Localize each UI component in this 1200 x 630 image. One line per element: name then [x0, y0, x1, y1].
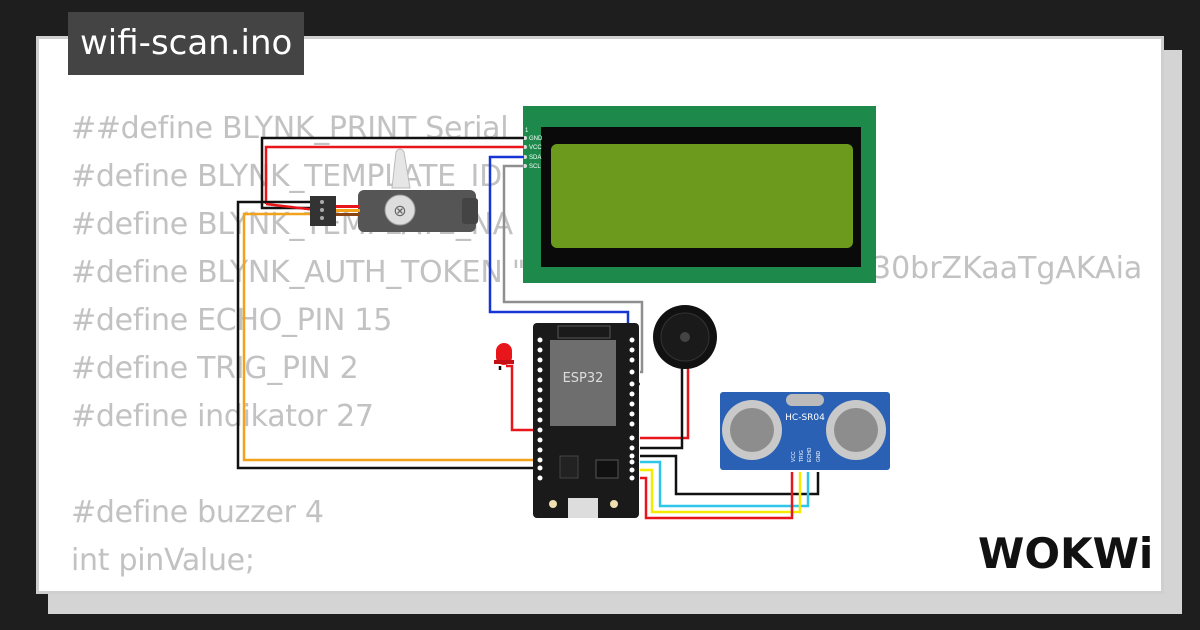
servo-motor[interactable]: ⊗ — [310, 148, 478, 232]
us-pin-gnd: GND — [816, 451, 822, 463]
ultrasonic-label: HC-SR04 — [785, 413, 825, 423]
lcd-pin-header: 1 — [525, 128, 529, 134]
servo-horn-icon: ⊗ — [393, 203, 406, 220]
wokwi-logo-text: WOKWi — [978, 529, 1152, 578]
esp32-pins — [537, 337, 635, 481]
lcd-pin-vcc: VCC — [529, 145, 542, 151]
esp32-board[interactable]: ESP32 — [533, 323, 639, 518]
code-line: #define TRIG_PIN 2 — [71, 351, 359, 386]
buzzer[interactable] — [653, 305, 717, 369]
us-pin-echo: ECHO — [807, 447, 813, 462]
code-token-fragment: 30brZKaaTgAKAia — [872, 251, 1142, 286]
lcd-display[interactable]: 1 GND VCC SDA SCL — [523, 106, 876, 283]
code-line: #define BLYNK_AUTH_TOKEN " — [71, 255, 526, 290]
code-line: #define ECHO_PIN 15 — [71, 303, 393, 338]
lcd-pin-sda: SDA — [529, 155, 541, 161]
us-pin-vcc: VCC — [791, 451, 797, 462]
us-pin-trig: TRIG — [799, 450, 805, 462]
lcd-screen — [551, 144, 853, 248]
code-block: ##define BLYNK_PRINT Serial #define BLYN… — [71, 105, 526, 591]
code-line: ##define BLYNK_PRINT Serial — [71, 111, 509, 146]
red-led[interactable] — [494, 343, 514, 365]
code-line: #define indikator 27 — [71, 399, 374, 434]
esp32-label: ESP32 — [563, 371, 604, 386]
code-line: #define buzzer 4 — [71, 495, 324, 530]
wokwi-logo[interactable]: WOKWi — [972, 526, 1153, 580]
ultrasonic-sensor[interactable]: HC-SR04 VCC TRIG ECHO GND — [720, 392, 890, 470]
code-line: int pinValue; — [71, 543, 255, 578]
lcd-pin-gnd: GND — [529, 136, 543, 142]
wokwi-logo-mark: WOKWi — [978, 529, 1153, 578]
file-tab[interactable]: wifi-scan.ino — [68, 12, 305, 75]
lcd-pin-scl: SCL — [529, 164, 541, 170]
code-line: #define BLYNK_TEMPLATE_ID — [71, 159, 502, 194]
